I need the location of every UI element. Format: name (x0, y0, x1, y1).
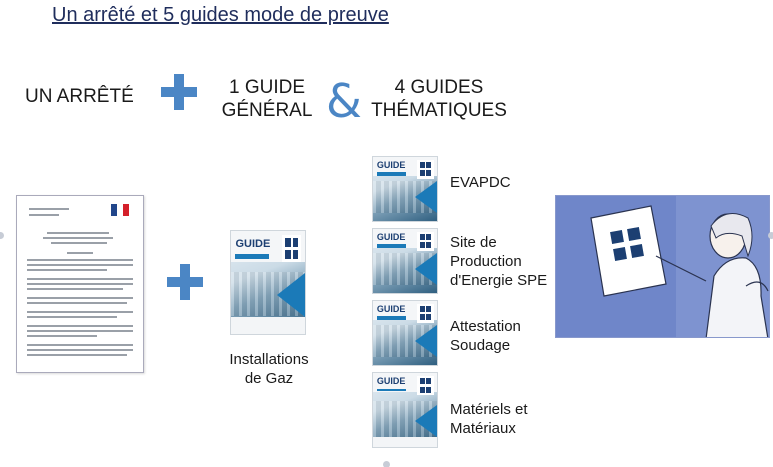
label-line: d'Energie SPE (450, 272, 548, 289)
character-holding-guide-illustration (555, 195, 770, 338)
thematic-guide-label-2: Site de Production d'Energie SPE (450, 233, 547, 290)
label-line: Matériels et (450, 401, 528, 418)
cndg-logo-icon (417, 303, 434, 323)
label-line: EVAPDC (450, 174, 511, 191)
slide-edge-dot (768, 232, 773, 239)
ampersand-symbol: & (326, 74, 362, 128)
thematic-guide-cover-4: GUIDE (372, 372, 438, 448)
guides-thematiques-line1: 4 GUIDES (394, 77, 484, 98)
label-line: Soudage (450, 337, 511, 354)
cndg-logo-icon (417, 231, 434, 251)
thematic-guide-cover-2: GUIDE (372, 228, 438, 294)
guide-general-line2: GÉNÉRAL (221, 100, 313, 121)
guide-general-cover: GUIDE (230, 230, 306, 335)
guides-thematiques-heading: 4 GUIDES THÉMATIQUES (366, 76, 512, 122)
cover-guide-title: GUIDE (376, 376, 406, 387)
french-flag-icon (111, 204, 129, 216)
thematic-guide-cover-3: GUIDE (372, 300, 438, 366)
cover-guide-title: GUIDE (376, 231, 406, 242)
page-title: Un arrêté et 5 guides mode de preuve (52, 4, 389, 26)
label-line: Site de (450, 234, 497, 251)
slide-edge-dot (0, 232, 4, 239)
guide-general-label-line2: de Gaz (244, 370, 294, 387)
thematic-guide-label-4: Matériels et Matériaux (450, 400, 528, 438)
thematic-guide-label-3: Attestation Soudage (450, 317, 521, 355)
cndg-logo-icon (417, 375, 434, 396)
thematic-guide-cover-1: GUIDE (372, 156, 438, 222)
guide-general-label: Installations de Gaz (218, 350, 320, 388)
cover-guide-title: GUIDE (376, 303, 406, 314)
slide-edge-dot (383, 461, 390, 467)
label-line: Production (450, 253, 522, 270)
cover-guide-title: GUIDE (235, 238, 271, 251)
guides-thematiques-line2: THÉMATIQUES (371, 100, 507, 121)
guide-general-line1: 1 GUIDE (228, 77, 306, 98)
arrete-heading: UN ARRÊTÉ (25, 86, 134, 107)
guide-general-label-line1: Installations (229, 351, 309, 368)
guide-general-heading: 1 GUIDE GÉNÉRAL (218, 76, 316, 122)
plus-icon (167, 264, 203, 300)
thematic-guide-label-1: EVAPDC (450, 173, 511, 192)
label-line: Attestation (450, 318, 521, 335)
label-line: Matériaux (450, 420, 516, 437)
plus-icon (161, 74, 197, 110)
illustration-svg (556, 196, 769, 337)
cndg-logo-icon (417, 159, 434, 179)
cover-guide-title: GUIDE (376, 159, 406, 170)
arrete-document-thumbnail (16, 195, 144, 373)
cndg-logo-icon (282, 235, 302, 262)
